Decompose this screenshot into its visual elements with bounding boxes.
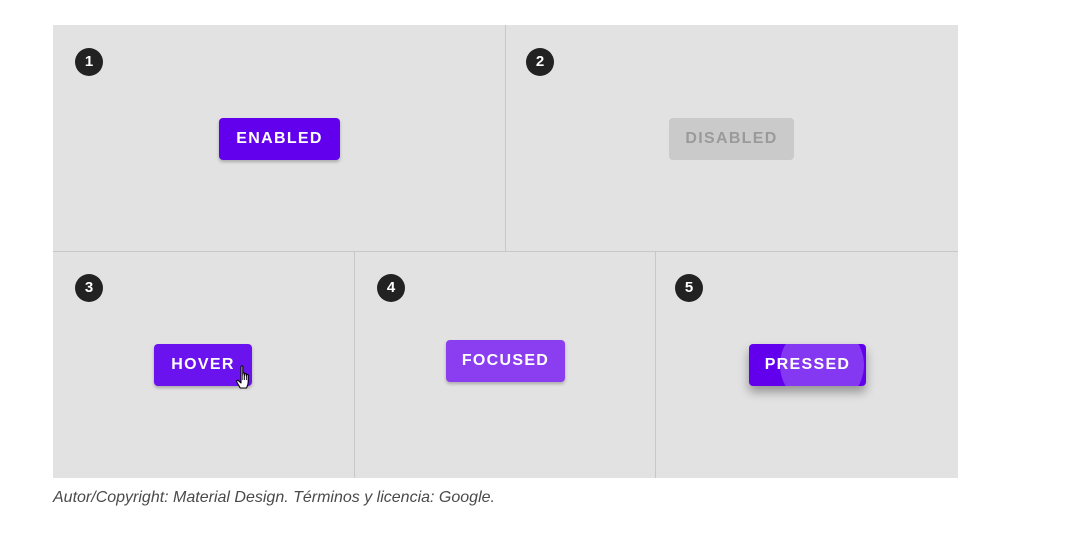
disabled-button: DISABLED — [669, 118, 794, 160]
hand-pointer-icon — [236, 365, 249, 389]
button-states-figure: 1 ENABLED 2 DISABLED 3 HOVER 4 FOCUSED 5… — [53, 25, 958, 478]
top-vertical-divider — [505, 25, 506, 251]
focused-button[interactable]: FOCUSED — [446, 340, 565, 382]
panel-number-badge-2: 2 — [526, 48, 554, 76]
panel-number-badge-4: 4 — [377, 274, 405, 302]
horizontal-divider — [53, 251, 958, 252]
enabled-button-label: ENABLED — [236, 130, 323, 147]
enabled-button[interactable]: ENABLED — [219, 118, 340, 160]
bottom-vertical-divider-left — [354, 252, 355, 478]
bottom-vertical-divider-right — [655, 252, 656, 478]
pressed-button-label: PRESSED — [764, 356, 851, 373]
image-caption: Autor/Copyright: Material Design. Términ… — [53, 489, 495, 506]
hover-button-label: HOVER — [171, 356, 235, 373]
hover-button[interactable]: HOVER — [154, 344, 252, 386]
panel-number-badge-5: 5 — [675, 274, 703, 302]
disabled-button-label: DISABLED — [685, 130, 778, 147]
focused-button-label: FOCUSED — [461, 352, 550, 369]
panel-number-badge-3: 3 — [75, 274, 103, 302]
pressed-ripple — [780, 344, 864, 386]
panel-number-badge-1: 1 — [75, 48, 103, 76]
pressed-button[interactable]: PRESSED — [749, 344, 866, 386]
